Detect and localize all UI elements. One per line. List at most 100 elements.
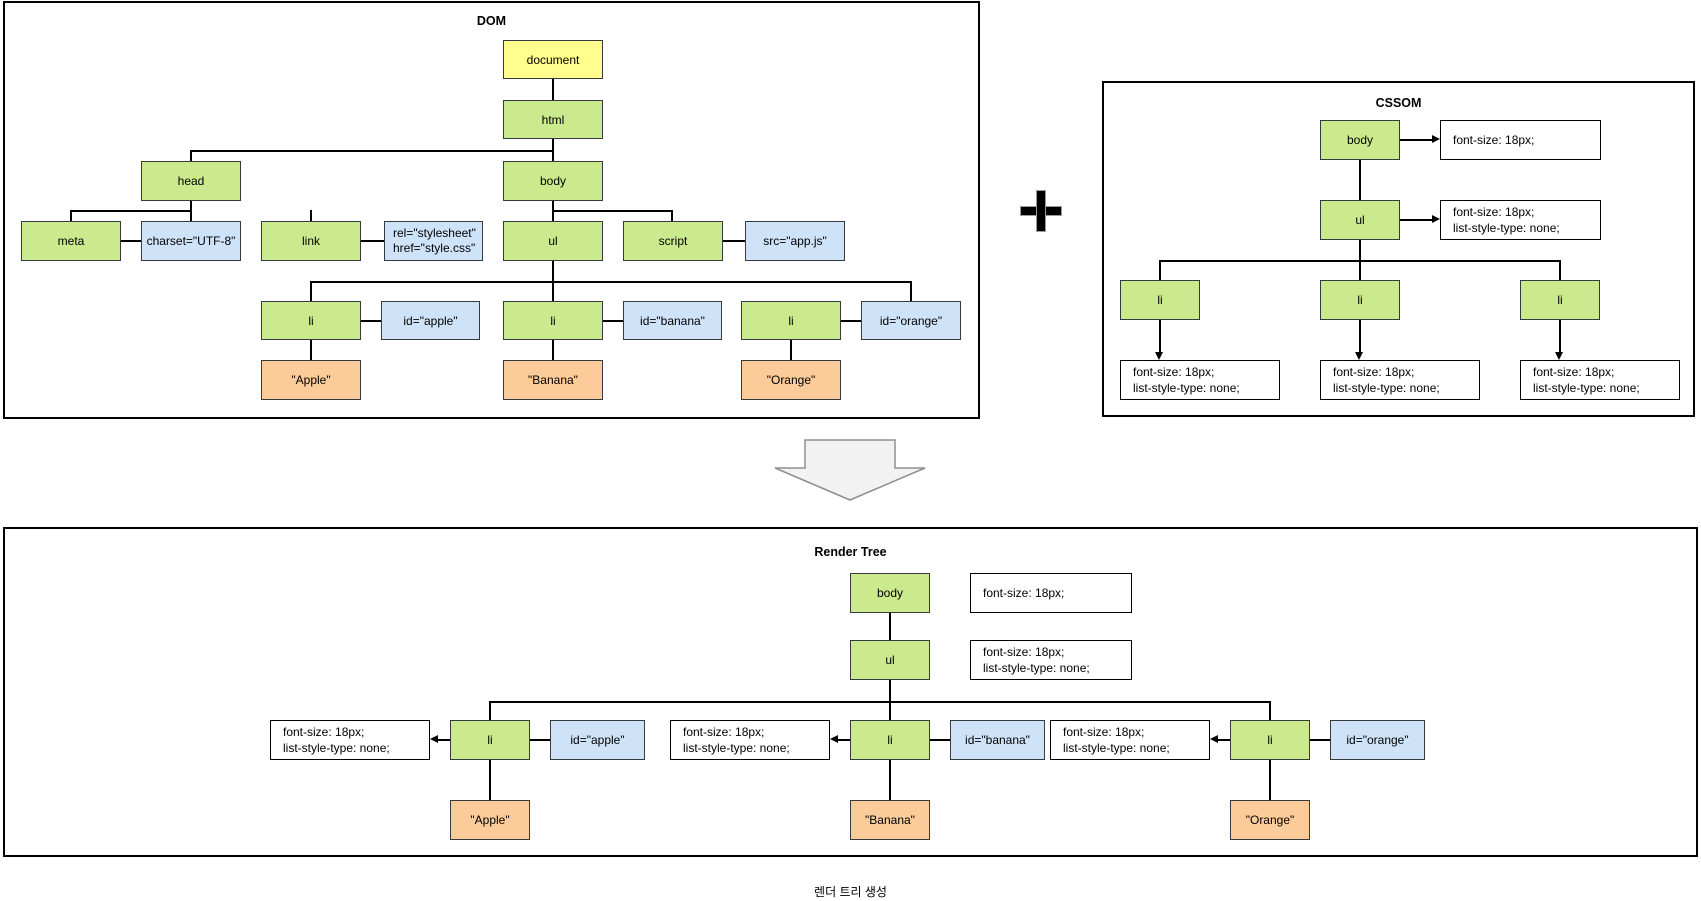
cssom-node-li-2: li xyxy=(1320,280,1400,320)
cssom-node-li-1: li xyxy=(1120,280,1200,320)
edge xyxy=(1359,320,1361,353)
rule-line: list-style-type: none; xyxy=(1533,381,1640,395)
edge xyxy=(1359,160,1361,200)
edge xyxy=(889,680,891,720)
render-node-li-banana: li xyxy=(850,720,930,760)
edge xyxy=(790,340,792,360)
edge xyxy=(310,210,312,221)
edge xyxy=(530,739,550,741)
render-rule-body: font-size: 18px; xyxy=(970,573,1132,613)
rule-line: font-size: 18px; xyxy=(683,725,765,739)
edge xyxy=(190,150,553,152)
dom-attr-charset: charset="UTF-8" xyxy=(141,221,241,261)
dom-node-li-apple: li xyxy=(261,301,361,340)
edge xyxy=(1217,739,1230,741)
cssom-node-li-3: li xyxy=(1520,280,1600,320)
render-node-ul: ul xyxy=(850,640,930,680)
arrowhead-left-icon xyxy=(830,735,838,743)
plus-icon: + xyxy=(1020,190,1062,232)
render-attr-id-apple: id="apple" xyxy=(550,720,645,760)
arrowhead-down-icon xyxy=(1355,352,1363,360)
dom-node-html: html xyxy=(503,100,603,139)
arrowhead-left-icon xyxy=(1210,735,1218,743)
render-rule-li-apple: font-size: 18px; list-style-type: none; xyxy=(270,720,430,760)
render-text-banana: "Banana" xyxy=(850,800,930,840)
render-node-li-apple: li xyxy=(450,720,530,760)
edge xyxy=(552,79,554,100)
edge xyxy=(1400,219,1433,221)
edge xyxy=(1159,320,1161,353)
edge xyxy=(70,210,191,212)
rule-line: font-size: 18px; xyxy=(1453,205,1535,219)
plus-label: + xyxy=(1021,191,1022,192)
rule-line: list-style-type: none; xyxy=(983,661,1090,675)
render-tree-panel-title: Render Tree xyxy=(814,545,887,559)
edge xyxy=(889,613,891,640)
edge xyxy=(552,340,554,360)
cssom-rule-li-3: font-size: 18px; list-style-type: none; xyxy=(1520,360,1680,400)
dom-node-script: script xyxy=(623,221,723,261)
rule-line: list-style-type: none; xyxy=(1453,221,1560,235)
arrowhead-down-icon xyxy=(1155,352,1163,360)
rule-line: font-size: 18px; xyxy=(983,586,1065,600)
edge xyxy=(70,210,72,221)
cssom-rule-ul: font-size: 18px; list-style-type: none; xyxy=(1440,200,1601,240)
edge xyxy=(1559,320,1561,353)
render-rule-ul: font-size: 18px; list-style-type: none; xyxy=(970,640,1132,680)
rule-line: list-style-type: none; xyxy=(1133,381,1240,395)
dom-node-document: document xyxy=(503,40,603,79)
edge xyxy=(671,210,673,221)
render-text-apple: "Apple" xyxy=(450,800,530,840)
edge xyxy=(930,739,950,741)
edge xyxy=(1159,260,1161,280)
cssom-node-ul: ul xyxy=(1320,200,1400,240)
dom-attr-rel-line: rel="stylesheet" xyxy=(393,226,476,240)
cssom-rule-li-1: font-size: 18px; list-style-type: none; xyxy=(1120,360,1280,400)
edge xyxy=(837,739,850,741)
rule-line: list-style-type: none; xyxy=(1333,381,1440,395)
render-rule-li-orange: font-size: 18px; list-style-type: none; xyxy=(1050,720,1210,760)
dom-attr-src: src="app.js" xyxy=(745,221,845,261)
arrowhead-right-icon xyxy=(1432,215,1440,223)
rule-line: font-size: 18px; xyxy=(1133,365,1215,379)
edge xyxy=(489,760,491,800)
dom-text-apple: "Apple" xyxy=(261,360,361,400)
cssom-rule-body: font-size: 18px; xyxy=(1440,120,1601,160)
render-attr-id-banana: id="banana" xyxy=(950,720,1045,760)
edge xyxy=(310,281,312,301)
render-rule-li-banana: font-size: 18px; list-style-type: none; xyxy=(670,720,830,760)
rule-line: font-size: 18px; xyxy=(983,645,1065,659)
edge xyxy=(437,739,450,741)
dom-attr-rel-href: rel="stylesheet" href="style.css" xyxy=(384,221,483,261)
rule-line: list-style-type: none; xyxy=(1063,741,1170,755)
edge xyxy=(1559,260,1561,280)
edge xyxy=(310,281,911,283)
rule-line: font-size: 18px; xyxy=(283,725,365,739)
dom-panel-title: DOM xyxy=(476,14,507,28)
cssom-node-body: body xyxy=(1320,120,1400,160)
rule-line: font-size: 18px; xyxy=(1063,725,1145,739)
cssom-panel-title: CSSOM xyxy=(1375,96,1422,110)
dom-node-body: body xyxy=(503,161,603,201)
rule-line: list-style-type: none; xyxy=(683,741,790,755)
cssom-rule-li-2: font-size: 18px; list-style-type: none; xyxy=(1320,360,1480,400)
dom-node-link: link xyxy=(261,221,361,261)
edge xyxy=(121,240,141,242)
edge xyxy=(723,240,745,242)
dom-node-li-orange: li xyxy=(741,301,841,340)
arrowhead-down-icon xyxy=(1555,352,1563,360)
render-attr-id-orange: id="orange" xyxy=(1330,720,1425,760)
rule-line: font-size: 18px; xyxy=(1533,365,1615,379)
edge xyxy=(552,210,672,212)
edge xyxy=(603,320,623,322)
diagram-caption: 렌더 트리 생성 xyxy=(814,885,887,899)
render-node-li-orange: li xyxy=(1230,720,1310,760)
dom-text-banana: "Banana" xyxy=(503,360,603,400)
dom-text-orange: "Orange" xyxy=(741,360,841,400)
edge xyxy=(910,281,912,301)
dom-node-head: head xyxy=(141,161,241,201)
dom-attr-id-apple: id="apple" xyxy=(381,301,480,340)
edge xyxy=(310,340,312,360)
edge xyxy=(1310,739,1330,741)
dom-node-meta: meta xyxy=(21,221,121,261)
